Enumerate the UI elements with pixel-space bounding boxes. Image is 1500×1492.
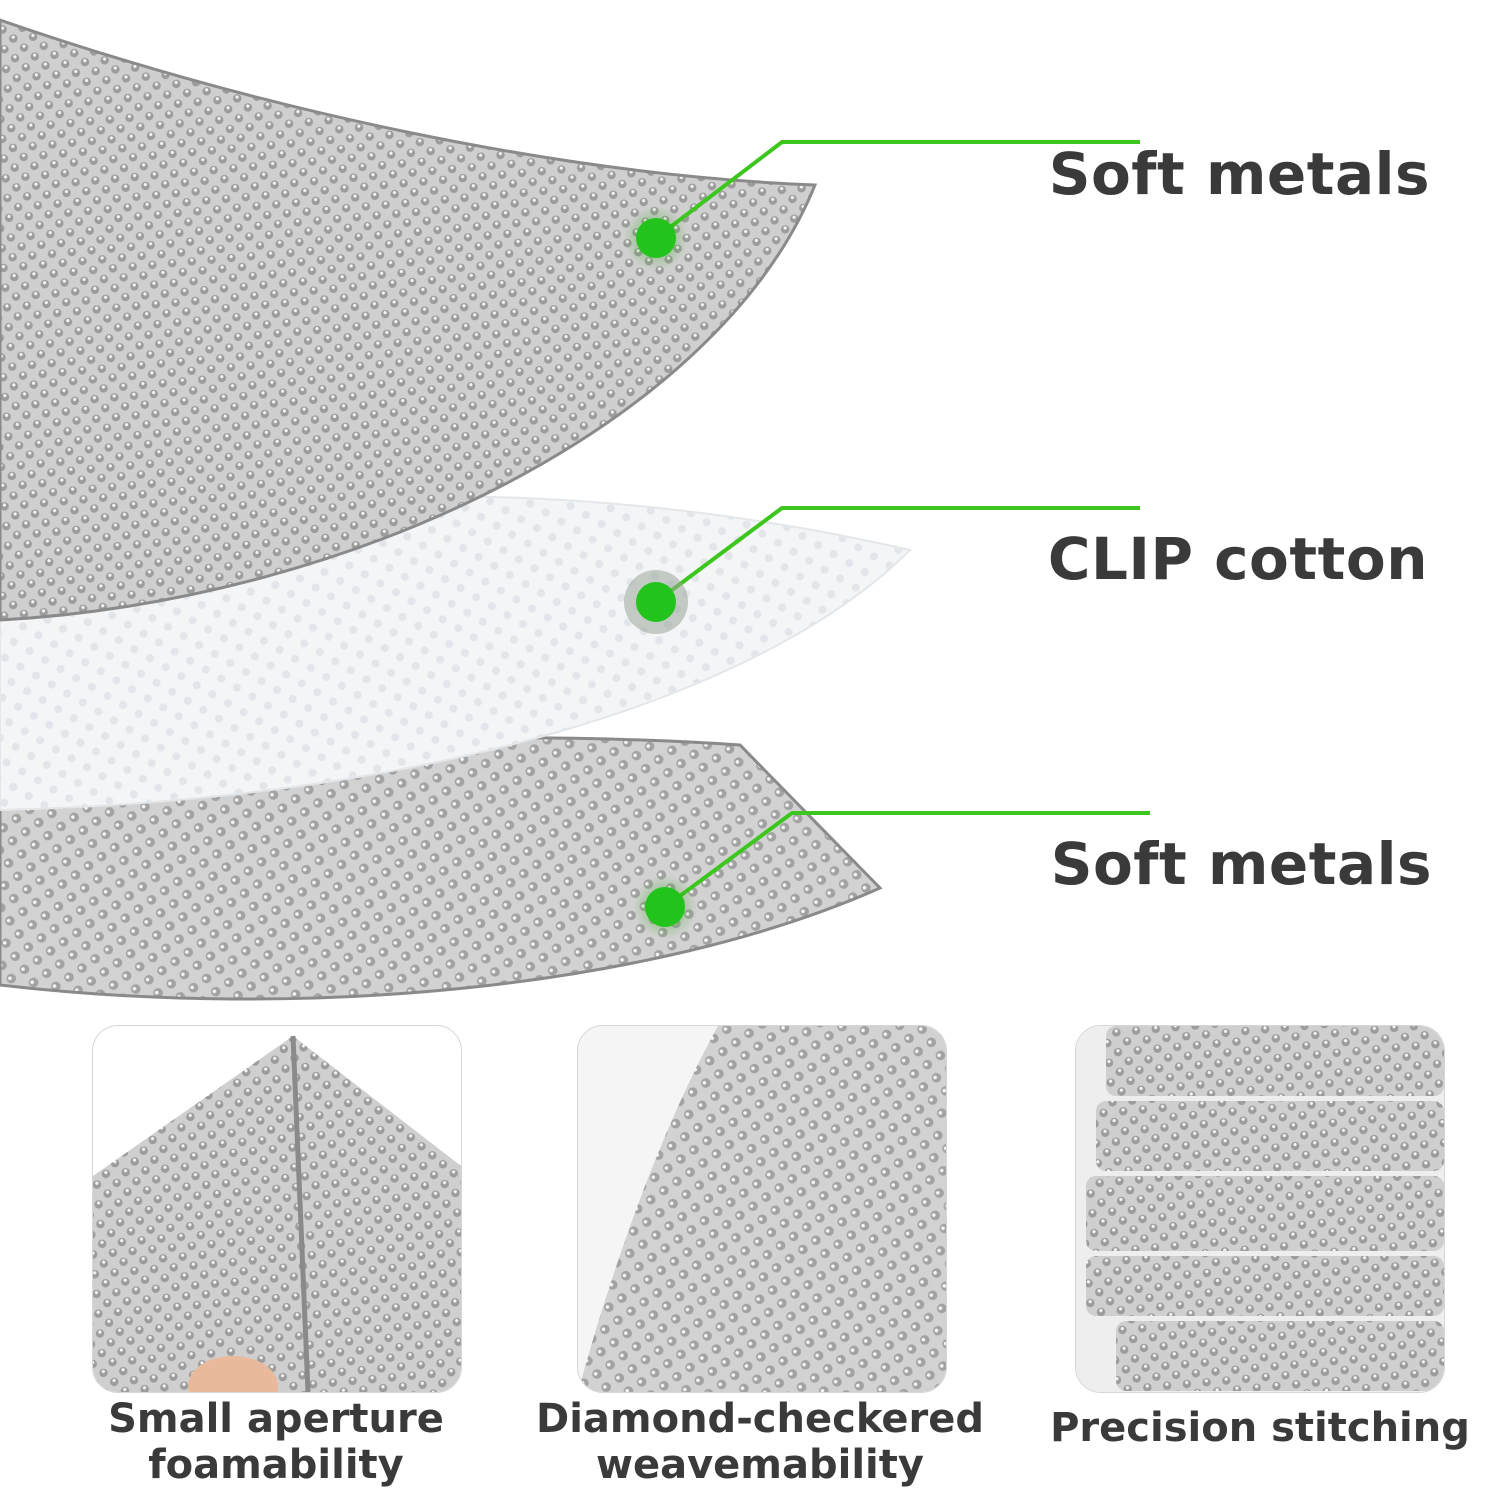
detail-image-aperture (92, 1025, 462, 1393)
caption-stitching: Precision stitching (1040, 1405, 1480, 1451)
layer-label-soft-metals-bottom: Soft metals (1050, 830, 1432, 898)
caption-diamond-line1: Diamond-checkered (536, 1396, 984, 1442)
caption-diamond: Diamond-checkered weavemability (520, 1396, 1000, 1488)
marker-dot-2 (624, 570, 688, 634)
leader-line-1 (654, 140, 1140, 240)
detail-image-diamond (577, 1025, 947, 1393)
detail-image-stitching (1075, 1025, 1445, 1393)
top-metal-sheet (0, 18, 818, 622)
marker-dot-1 (624, 206, 688, 270)
layer-label-soft-metals-top: Soft metals (1048, 140, 1430, 208)
layer-illustration (0, 18, 1150, 1001)
caption-aperture: Small aperture foamability (92, 1396, 460, 1488)
marker-dot-3 (633, 875, 697, 939)
layer-label-clip-cotton: CLIP cotton (1047, 525, 1428, 593)
caption-aperture-line1: Small aperture (108, 1396, 444, 1442)
leader-line-2 (654, 506, 1140, 604)
caption-aperture-line2: foamability (148, 1442, 404, 1488)
caption-diamond-line2: weavemability (596, 1442, 924, 1488)
leader-line-3 (663, 811, 1150, 909)
caption-stitching-line1: Precision stitching (1050, 1405, 1470, 1451)
